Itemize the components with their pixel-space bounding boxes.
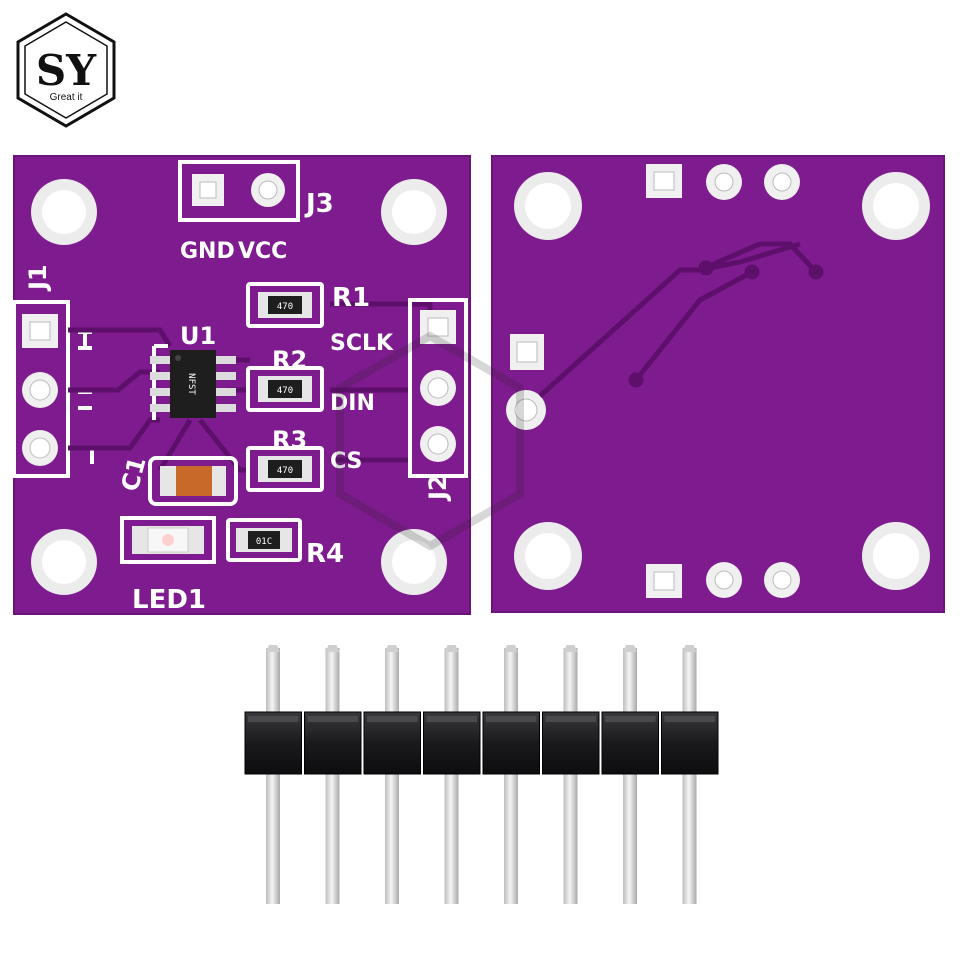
logo-tagline: Great it	[50, 92, 83, 103]
back-left-pads	[506, 334, 546, 430]
pin-header-strip	[244, 645, 719, 904]
header-pin	[661, 645, 719, 904]
brand-logo: SY Great it	[16, 12, 116, 128]
u1-marking: NFST	[186, 373, 196, 395]
r3-marking: 470	[277, 466, 293, 476]
label-sclk: SCLK	[330, 331, 394, 356]
header-pin	[244, 645, 302, 904]
r4-marking: 01C	[256, 537, 272, 547]
header-pin	[423, 645, 481, 904]
header-pin	[304, 645, 362, 904]
label-r4: R4	[306, 539, 344, 569]
label-led1: LED1	[132, 585, 206, 615]
back-top-pads	[646, 164, 800, 200]
resistor-r3: 470	[246, 446, 324, 492]
header-pin	[482, 645, 540, 904]
label-r3: R3	[272, 426, 307, 454]
led-led1	[120, 516, 216, 564]
label-cs: CS	[330, 449, 362, 474]
header-pin	[363, 645, 421, 904]
resistor-r4: 01C	[226, 518, 302, 562]
back-pcb-board	[491, 155, 945, 613]
j2-header	[408, 298, 468, 478]
ic-u1: NFST	[150, 344, 236, 420]
mounting-holes	[31, 179, 447, 595]
label-vcc: VCC	[238, 239, 287, 264]
header-pin	[601, 645, 659, 904]
label-r1: R1	[332, 283, 370, 313]
r1-marking: 470	[277, 302, 293, 312]
front-pcb-board: J3 GND VCC J1	[12, 155, 471, 615]
back-bottom-pads	[646, 562, 800, 598]
label-j1: J1	[24, 264, 52, 292]
label-j3: J3	[304, 189, 334, 219]
label-din: DIN	[330, 391, 375, 416]
back-traces	[538, 241, 824, 398]
j3-header	[178, 160, 300, 222]
label-u1: U1	[180, 322, 216, 350]
resistor-r1: 470	[246, 282, 324, 328]
label-j2: J2	[424, 474, 452, 502]
resistor-r2: 470	[246, 366, 324, 412]
header-pin	[542, 645, 600, 904]
label-r2: R2	[272, 346, 307, 374]
logo-monogram: SY	[36, 46, 97, 95]
capacitor-c1	[148, 456, 238, 506]
back-mounting-holes	[514, 172, 930, 590]
r2-marking: 470	[277, 386, 293, 396]
label-gnd: GND	[180, 239, 235, 264]
j1-header	[12, 300, 94, 478]
watermark-hexagon	[336, 331, 524, 551]
